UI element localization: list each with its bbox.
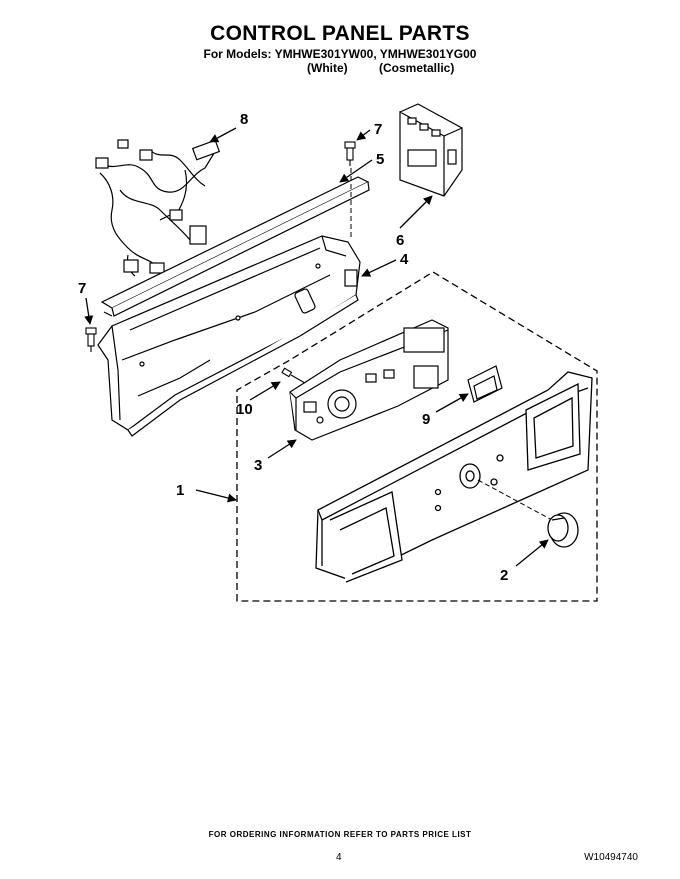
electronic-module [399, 103, 463, 197]
control-knob [547, 512, 579, 548]
callout-2: 2 [500, 567, 508, 584]
knob-axis [477, 479, 553, 521]
variant-white: (White) [307, 61, 348, 75]
screw-left [85, 327, 97, 352]
model-variants: (White) (Cosmetallic) [307, 61, 454, 75]
models-line: For Models: YMHWE301YW00, YMHWE301YG00 [203, 47, 477, 61]
callout-4: 4 [400, 251, 409, 268]
wiring-harness [95, 139, 221, 277]
callout-7-left: 7 [78, 280, 86, 297]
main-control-board [289, 319, 449, 441]
console-bracket [97, 235, 361, 437]
board-screw [281, 367, 306, 384]
display-keypad [467, 365, 503, 403]
page-number: 4 [336, 852, 342, 863]
callout-10: 10 [236, 401, 253, 418]
screw-top [344, 141, 356, 166]
callout-3: 3 [254, 457, 262, 474]
assembly-boundary-dashed [236, 271, 598, 602]
ordering-note: FOR ORDERING INFORMATION REFER TO PARTS … [208, 830, 472, 839]
callout-9: 9 [422, 411, 430, 428]
document-number: W10494740 [584, 852, 638, 863]
callout-6: 6 [396, 232, 404, 249]
leader-arrows [84, 127, 549, 567]
callout-1: 1 [176, 482, 184, 499]
page-title: CONTROL PANEL PARTS [210, 22, 470, 45]
variant-cosmetallic: (Cosmetallic) [379, 61, 455, 75]
callout-8: 8 [240, 111, 248, 128]
control-rail [100, 176, 370, 317]
callout-5: 5 [376, 151, 384, 168]
console-panel [315, 371, 593, 583]
callout-7-top: 7 [374, 121, 382, 138]
